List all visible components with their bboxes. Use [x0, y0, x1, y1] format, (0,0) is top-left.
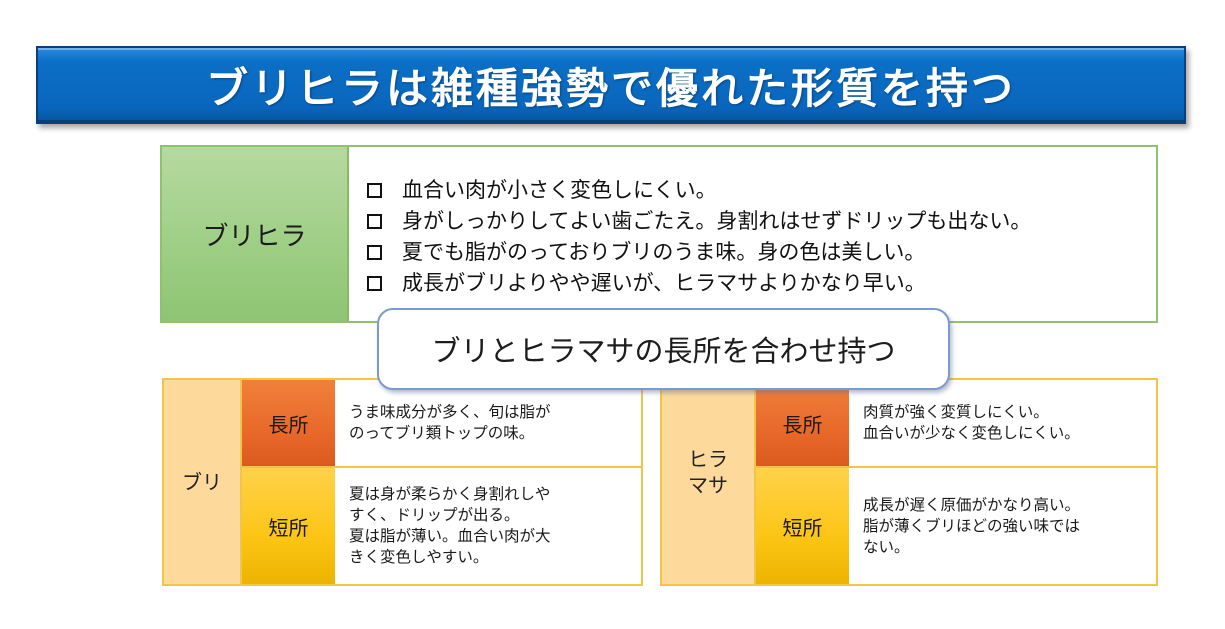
buri-pro-label: 長所 [242, 380, 335, 466]
desc-line: ない。 [863, 537, 910, 556]
buri-pro-desc: うま味成分が多く、旬は脂が のってブリ類トップの味。 [335, 380, 641, 466]
buri-rows: 長所 うま味成分が多く、旬は脂が のってブリ類トップの味。 短所 夏は身が柔らか… [242, 380, 641, 584]
trait-item: 血合い肉が小さく変色しにくい。 [367, 175, 1031, 206]
buri-pro-row: 長所 うま味成分が多く、旬は脂が のってブリ類トップの味。 [242, 380, 641, 468]
hiramasa-name: ヒラ マサ [662, 380, 756, 584]
buri-con-desc: 夏は身が柔らかく身割れしや すく、ドリップが出る。 夏は脂が薄い。血合い肉が大 … [335, 468, 641, 584]
hiramasa-con-row: 短所 成長が遅く原価がかなり高い。 脂が薄くブリほどの強い味では ない。 [756, 468, 1156, 584]
trait-text: 血合い肉が小さく変色しにくい。 [402, 178, 717, 202]
desc-line: 成長が遅く原価がかなり高い。 [863, 495, 1081, 514]
hiramasa-table: ヒラ マサ 長所 肉質が強く変質しにくい。 血合いが少なく変色しにくい。 短所 … [660, 378, 1158, 586]
square-bullet-icon [367, 245, 382, 260]
square-bullet-icon [367, 276, 382, 291]
trait-item: 身がしっかりしてよい歯ごたえ。身割れはせずドリップも出ない。 [367, 206, 1031, 237]
square-bullet-icon [367, 214, 382, 229]
name-line: マサ [688, 473, 728, 497]
square-bullet-icon [367, 183, 382, 198]
desc-line: 夏は身が柔らかく身割れしや [349, 485, 551, 503]
hiramasa-pro-row: 長所 肉質が強く変質しにくい。 血合いが少なく変色しにくい。 [756, 380, 1156, 468]
desc-line: のってブリ類トップの味。 [349, 424, 535, 442]
hybrid-traits-list: 血合い肉が小さく変色しにくい。 身がしっかりしてよい歯ごたえ。身割れはせずドリッ… [349, 147, 1031, 321]
desc-line: 血合いが少なく変色しにくい。 [863, 424, 1080, 442]
hiramasa-rows: 長所 肉質が強く変質しにくい。 血合いが少なく変色しにくい。 短所 成長が遅く原… [756, 380, 1156, 584]
desc-line: うま味成分が多く、旬は脂が [349, 403, 551, 421]
hiramasa-pro-desc: 肉質が強く変質しにくい。 血合いが少なく変色しにくい。 [849, 380, 1156, 466]
desc-line: 脂が薄くブリほどの強い味では [863, 516, 1081, 535]
buri-table: ブリ 長所 うま味成分が多く、旬は脂が のってブリ類トップの味。 短所 夏は身が… [162, 378, 643, 586]
desc-line: 夏は脂が薄い。血合い肉が大 [349, 527, 551, 545]
trait-item: 夏でも脂がのっておりブリのうま味。身の色は美しい。 [367, 237, 1031, 268]
desc-line: 肉質が強く変質しにくい。 [863, 403, 1049, 421]
hiramasa-con-label: 短所 [756, 468, 849, 584]
buri-con-row: 短所 夏は身が柔らかく身割れしや すく、ドリップが出る。 夏は脂が薄い。血合い肉… [242, 468, 641, 584]
desc-line: きく変色しやすい。 [349, 548, 489, 566]
hiramasa-con-desc: 成長が遅く原価がかなり高い。 脂が薄くブリほどの強い味では ない。 [849, 468, 1156, 584]
desc-line: すく、ドリップが出る。 [349, 506, 520, 524]
title-banner: ブリヒラは雑種強勢で優れた形質を持つ [36, 46, 1186, 124]
buri-name: ブリ [164, 380, 242, 584]
hybrid-label: ブリヒラ [162, 147, 349, 321]
trait-text: 身がしっかりしてよい歯ごたえ。身割れはせずドリップも出ない。 [402, 209, 1032, 233]
trait-item: 成長がブリよりやや遅いが、ヒラマサよりかなり早い。 [367, 268, 1031, 299]
trait-text: 夏でも脂がのっておりブリのうま味。身の色は美しい。 [402, 240, 926, 264]
hiramasa-pro-label: 長所 [756, 380, 849, 466]
name-line: ヒラ [688, 447, 728, 471]
summary-callout: ブリとヒラマサの長所を合わせ持つ [377, 308, 950, 390]
page-title: ブリヒラは雑種強勢で優れた形質を持つ [205, 63, 1016, 113]
buri-con-label: 短所 [242, 468, 335, 584]
trait-text: 成長がブリよりやや遅いが、ヒラマサよりかなり早い。 [402, 271, 926, 295]
hybrid-traits-box: ブリヒラ 血合い肉が小さく変色しにくい。 身がしっかりしてよい歯ごたえ。身割れは… [160, 145, 1158, 323]
